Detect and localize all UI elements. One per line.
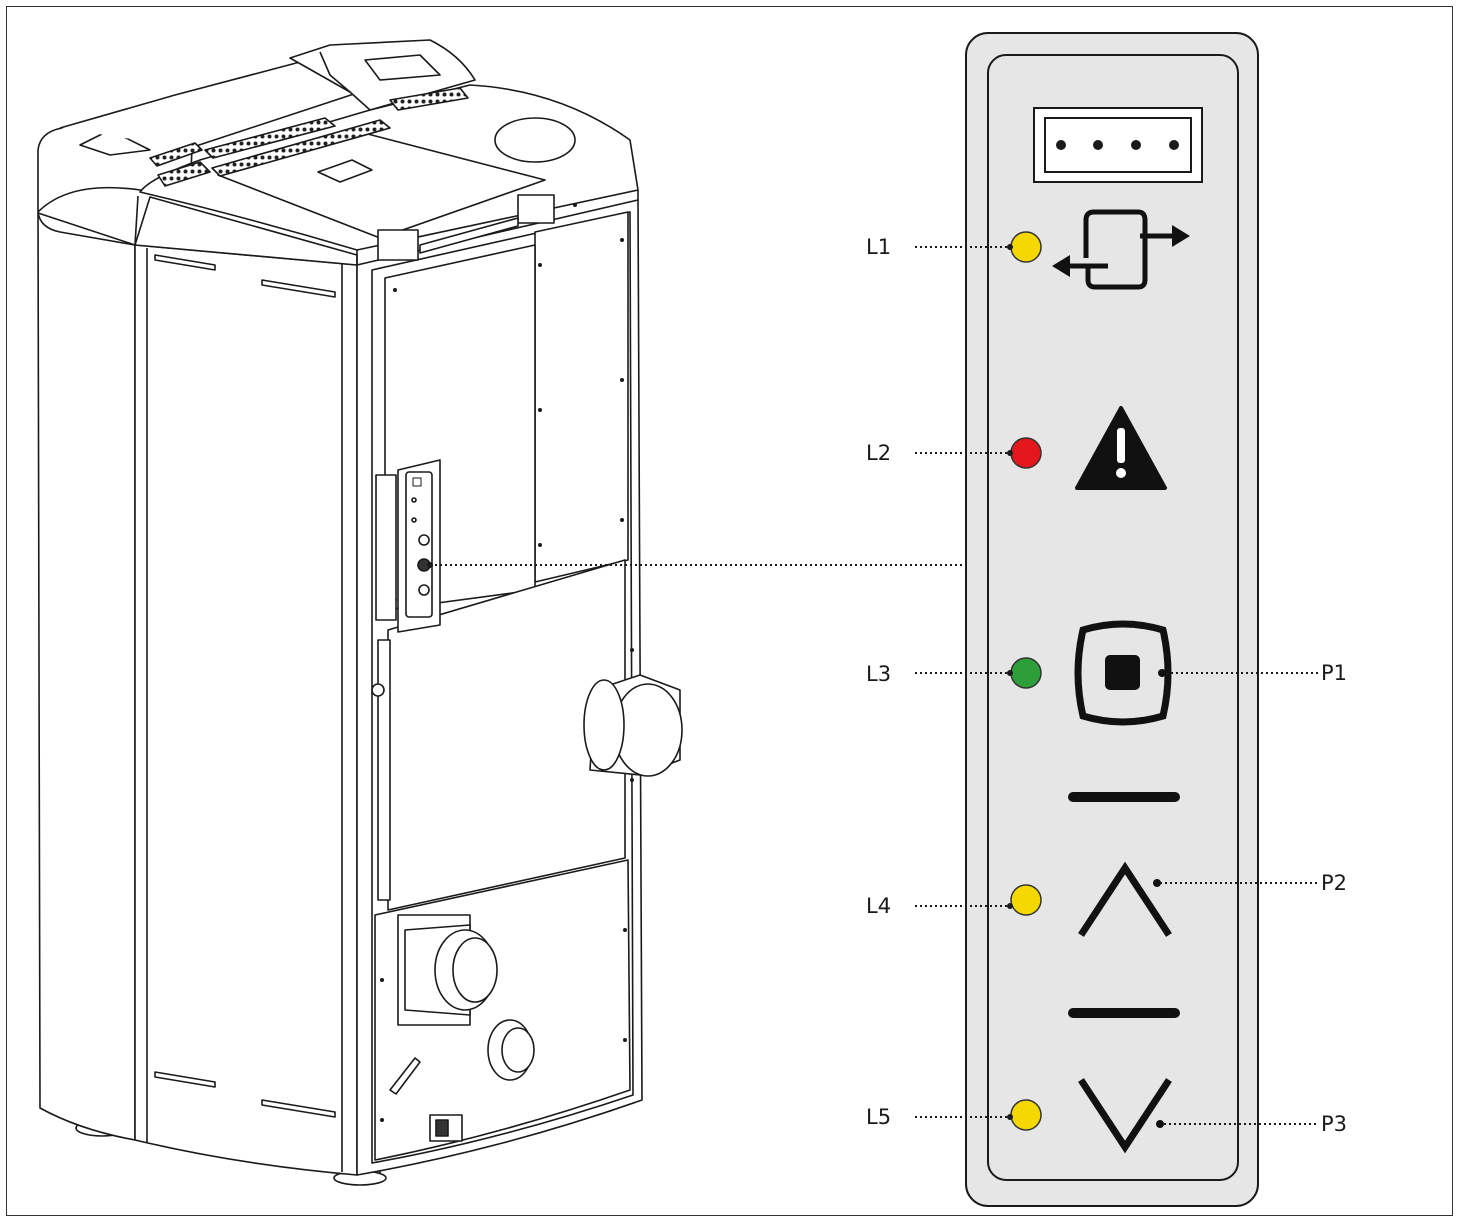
led-leader-lines [915,246,1010,1118]
button-leader-lines [1160,672,1318,1125]
control-panel [965,32,1259,1207]
figure-frame [6,6,1453,1216]
pellet-stove-illustration [37,39,683,1186]
label-p1: P1 [1321,661,1348,685]
warning-triangle-icon [1075,406,1167,490]
usb-connector-icon [1033,107,1203,183]
led-l5 [1010,1099,1042,1131]
label-p3: P3 [1321,1112,1348,1136]
power-button-icon [1074,620,1172,726]
label-l2: L2 [866,441,892,465]
label-l1: L1 [866,235,892,259]
label-l3: L3 [866,662,892,686]
label-p2: P2 [1321,871,1348,895]
separator [1068,792,1180,802]
led-l3 [1010,657,1042,689]
led-l1 [1010,231,1042,263]
led-leader-dots [1007,244,1013,1120]
down-chevron-icon [1078,1078,1172,1154]
label-l5: L5 [866,1105,892,1129]
up-chevron-icon [1078,861,1172,937]
led-l2 [1010,437,1042,469]
led-l4 [1010,884,1042,916]
label-l4: L4 [866,894,892,918]
separator [1068,1008,1180,1018]
connection-arrows-icon [1052,209,1190,290]
